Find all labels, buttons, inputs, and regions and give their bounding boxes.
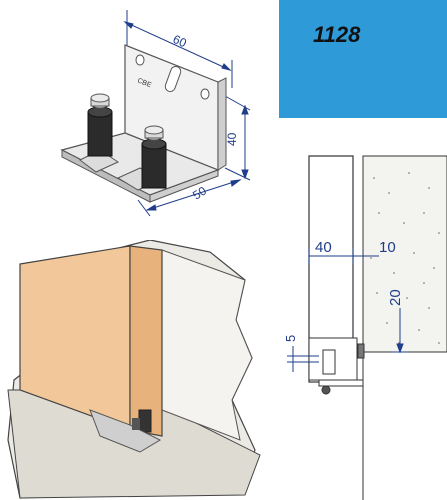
ceiling-concrete [362,155,447,353]
dim-section-5 [287,346,319,372]
product-code-box: 1128 [279,0,447,118]
panel-groove [138,409,152,433]
cross-section-drawing: 40 10 20 5 [283,155,447,500]
bracket-illustration: 60 40 50 CBE [60,10,251,217]
dim-section-20 [392,308,408,354]
wall-corner [161,249,253,441]
dim-60-line [123,10,233,88]
concrete-speckles [370,172,440,344]
bracket-installed [89,409,162,453]
roller-right [141,125,167,189]
dim-section-5-label: 5 [283,335,298,342]
dim-50-label: 50 [190,183,209,202]
installation-illustration [7,240,261,499]
dim-40-label: 40 [225,132,239,146]
dim-60-label: 60 [171,32,189,50]
bracket-section [308,337,365,395]
dim-50-line [137,179,242,217]
dim-section-20-label: 20 [387,289,404,306]
wood-panel-edge [129,245,163,437]
dim-section-40-label: 40 [315,239,332,256]
dim-section-10-label: 10 [379,239,396,256]
roller-left [87,93,113,157]
dim-40-line [224,95,251,181]
product-code: 1128 [313,22,361,47]
